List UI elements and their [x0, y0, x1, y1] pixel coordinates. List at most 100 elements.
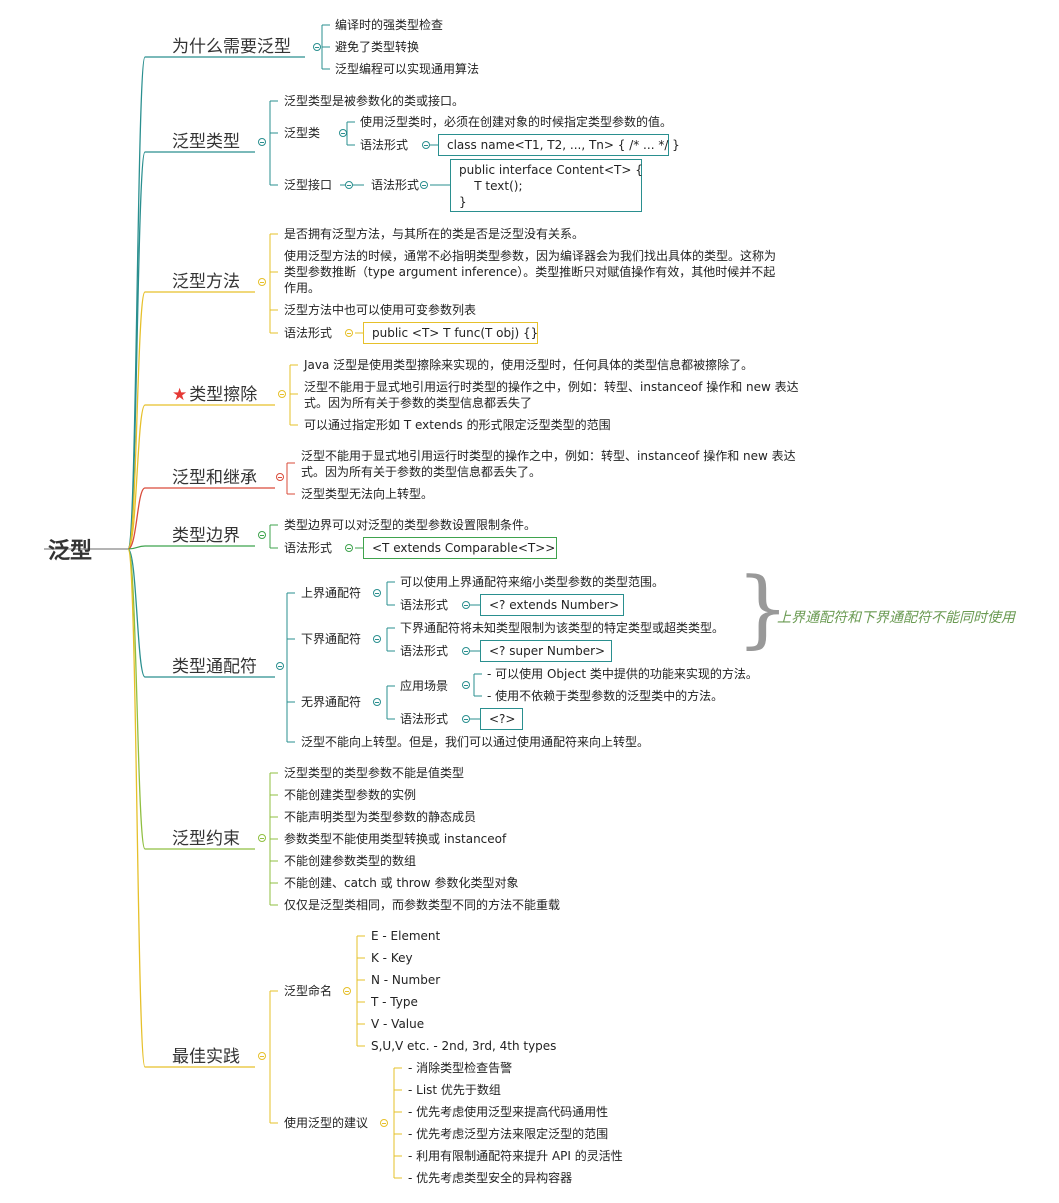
branch-why-title: 为什么需要泛型: [172, 37, 291, 57]
root-topic: 泛型: [48, 539, 93, 564]
collapse-toggle-icon[interactable]: [373, 698, 381, 706]
advice-label: 使用泛型的建议: [284, 1116, 369, 1130]
collapse-toggle-icon[interactable]: [462, 601, 470, 609]
right-brace-icon: }: [736, 559, 790, 657]
branch-bounds-title: 类型边界: [172, 526, 240, 546]
connector-line: [127, 404, 146, 550]
generic-interface-syntax: public interface Content<T> { T text(); …: [450, 159, 643, 212]
upper-wildcard-syntax: <? extends Number>: [480, 594, 624, 616]
unbounded-usage-item: - 可以使用 Object 类中提供的功能来实现的方法。: [487, 667, 758, 681]
generic-class-note: 使用泛型类时，必须在创建对象的时候指定类型参数的值。: [360, 115, 673, 129]
erasure-item: 可以通过指定形如 T extends 的形式限定泛型类型的范围: [304, 418, 611, 432]
unbounded-syntax: <?>: [480, 708, 523, 730]
types-desc: 泛型类型是被参数化的类或接口。: [284, 94, 465, 108]
advice-item: - 消除类型检查告警: [408, 1061, 513, 1075]
naming-item: K - Key: [371, 951, 413, 965]
collapse-toggle-icon[interactable]: [345, 544, 353, 552]
why-item: 避免了类型转换: [335, 40, 420, 54]
bounds-syntax: <T extends Comparable<T>>: [363, 537, 557, 559]
methods-item: 类型参数推断（type argument inference）。类型推断只对赋值…: [284, 265, 776, 279]
unbounded-usage-label: 应用场景: [400, 679, 449, 693]
constraint-item: 参数类型不能使用类型转换或 instanceof: [284, 832, 507, 846]
upper-wildcard-syntax-label: 语法形式: [400, 598, 449, 612]
erasure-item: Java 泛型是使用类型擦除来实现的，使用泛型时，任何具体的类型信息都被擦除了。: [304, 358, 754, 372]
collapse-toggle-icon[interactable]: [462, 681, 470, 689]
lower-wildcard-syntax: <? super Number>: [480, 640, 612, 662]
bounds-syntax-label: 语法形式: [284, 541, 333, 555]
collapse-toggle-icon[interactable]: [276, 662, 284, 670]
constraint-item: 不能创建类型参数的实例: [284, 788, 417, 802]
collapse-toggle-icon[interactable]: [339, 129, 347, 137]
naming-item: V - Value: [371, 1017, 425, 1031]
inherit-item: 泛型不能用于显式地引用运行时类型的操作之中，例如：转型、instanceof 操…: [301, 449, 796, 463]
methods-item: 使用泛型方法的时候，通常不必指明类型参数，因为编译器会为我们找出具体的类型。这称…: [284, 249, 777, 263]
collapse-toggle-icon[interactable]: [420, 181, 428, 189]
collapse-toggle-icon[interactable]: [345, 329, 353, 337]
advice-item: - List 优先于数组: [408, 1083, 501, 1097]
unbounded-syntax-label: 语法形式: [400, 712, 449, 726]
upper-wildcard-label: 上界通配符: [301, 586, 362, 600]
collapse-toggle-icon[interactable]: [276, 473, 284, 481]
inherit-item: 式。因为所有关于参数的类型信息都丢失了。: [301, 465, 542, 479]
connector-line: [127, 545, 146, 550]
constraint-item: 不能创建、catch 或 throw 参数化类型对象: [284, 876, 519, 890]
collapse-toggle-icon[interactable]: [258, 138, 266, 146]
collapse-toggle-icon[interactable]: [373, 589, 381, 597]
naming-item: T - Type: [371, 995, 418, 1009]
unbounded-wildcard-label: 无界通配符: [301, 695, 362, 709]
generic-class-syntax: class name<T1, T2, ..., Tn> { /* ... */ …: [438, 134, 680, 156]
collapse-toggle-icon[interactable]: [258, 531, 266, 539]
collapse-toggle-icon[interactable]: [462, 647, 470, 655]
upper-wildcard-desc: 可以使用上界通配符来缩小类型参数的类型范围。: [400, 575, 665, 589]
collapse-toggle-icon[interactable]: [373, 635, 381, 643]
collapse-toggle-icon[interactable]: [462, 715, 470, 723]
connector-line: [127, 548, 146, 1068]
generic-interface-syntax-label: 语法形式: [371, 178, 420, 192]
collapse-toggle-icon[interactable]: [422, 141, 430, 149]
collapse-toggle-icon[interactable]: [380, 1119, 388, 1127]
branch-methods-title: 泛型方法: [172, 272, 240, 292]
constraint-item: 不能创建参数类型的数组: [284, 854, 417, 868]
generic-interface-label: 泛型接口: [284, 178, 333, 192]
constraint-item: 泛型类型的类型参数不能是值类型: [284, 766, 465, 780]
collapse-toggle-icon[interactable]: [258, 278, 266, 286]
generic-class-label: 泛型类: [284, 126, 321, 140]
branch-best-title: 最佳实践: [172, 1047, 240, 1067]
advice-item: - 优先考虑泛型方法来限定泛型的范围: [408, 1127, 609, 1141]
lower-wildcard-syntax-label: 语法形式: [400, 644, 449, 658]
wildcard-note: 泛型不能向上转型。但是，我们可以通过使用通配符来向上转型。: [301, 735, 650, 749]
branch-erasure-title: ★类型擦除: [172, 384, 257, 406]
inherit-item: 泛型类型无法向上转型。: [301, 487, 434, 501]
lower-wildcard-label: 下界通配符: [301, 632, 362, 646]
connector-line: [127, 548, 146, 678]
methods-item: 是否拥有泛型方法，与其所在的类是否是泛型没有关系。: [284, 227, 585, 241]
naming-label: 泛型命名: [284, 984, 333, 998]
collapse-toggle-icon[interactable]: [258, 834, 266, 842]
collapse-toggle-icon[interactable]: [343, 987, 351, 995]
naming-item: S,U,V etc. - 2nd, 3rd, 4th types: [371, 1039, 557, 1053]
branch-types-title: 泛型类型: [172, 132, 240, 152]
collapse-toggle-icon[interactable]: [278, 390, 286, 398]
generic-class-syntax-label: 语法形式: [360, 138, 409, 152]
bounds-desc: 类型边界可以对泛型的类型参数设置限制条件。: [284, 518, 537, 532]
collapse-toggle-icon[interactable]: [345, 181, 353, 189]
branch-constraints-title: 泛型约束: [172, 829, 240, 849]
methods-syntax-label: 语法形式: [284, 326, 333, 340]
collapse-toggle-icon[interactable]: [313, 43, 321, 51]
methods-syntax: public <T> T func(T obj) {}: [363, 322, 538, 344]
constraint-item: 不能声明类型为类型参数的静态成员: [284, 810, 477, 824]
branch-wildcard-title: 类型通配符: [172, 657, 257, 677]
erasure-item: 式。因为所有关于参数的类型信息都丢失了: [304, 396, 533, 410]
wildcard-side-note: 上界通配符和下界通配符不能同时使用: [777, 610, 1015, 626]
connector-line: [127, 548, 146, 850]
advice-item: - 优先考虑类型安全的异构容器: [408, 1171, 573, 1185]
unbounded-usage-item: - 使用不依赖于类型参数的泛型类中的方法。: [487, 689, 724, 703]
erasure-item: 泛型不能用于显式地引用运行时类型的操作之中，例如：转型、instanceof 操…: [304, 380, 799, 394]
constraint-item: 仅仅是泛型类相同，而参数类型不同的方法不能重载: [284, 898, 561, 912]
methods-item: 作用。: [284, 281, 321, 295]
methods-item: 泛型方法中也可以使用可变参数列表: [284, 303, 477, 317]
connector-line: [127, 487, 146, 550]
collapse-toggle-icon[interactable]: [258, 1052, 266, 1060]
why-item: 泛型编程可以实现通用算法: [335, 62, 480, 76]
